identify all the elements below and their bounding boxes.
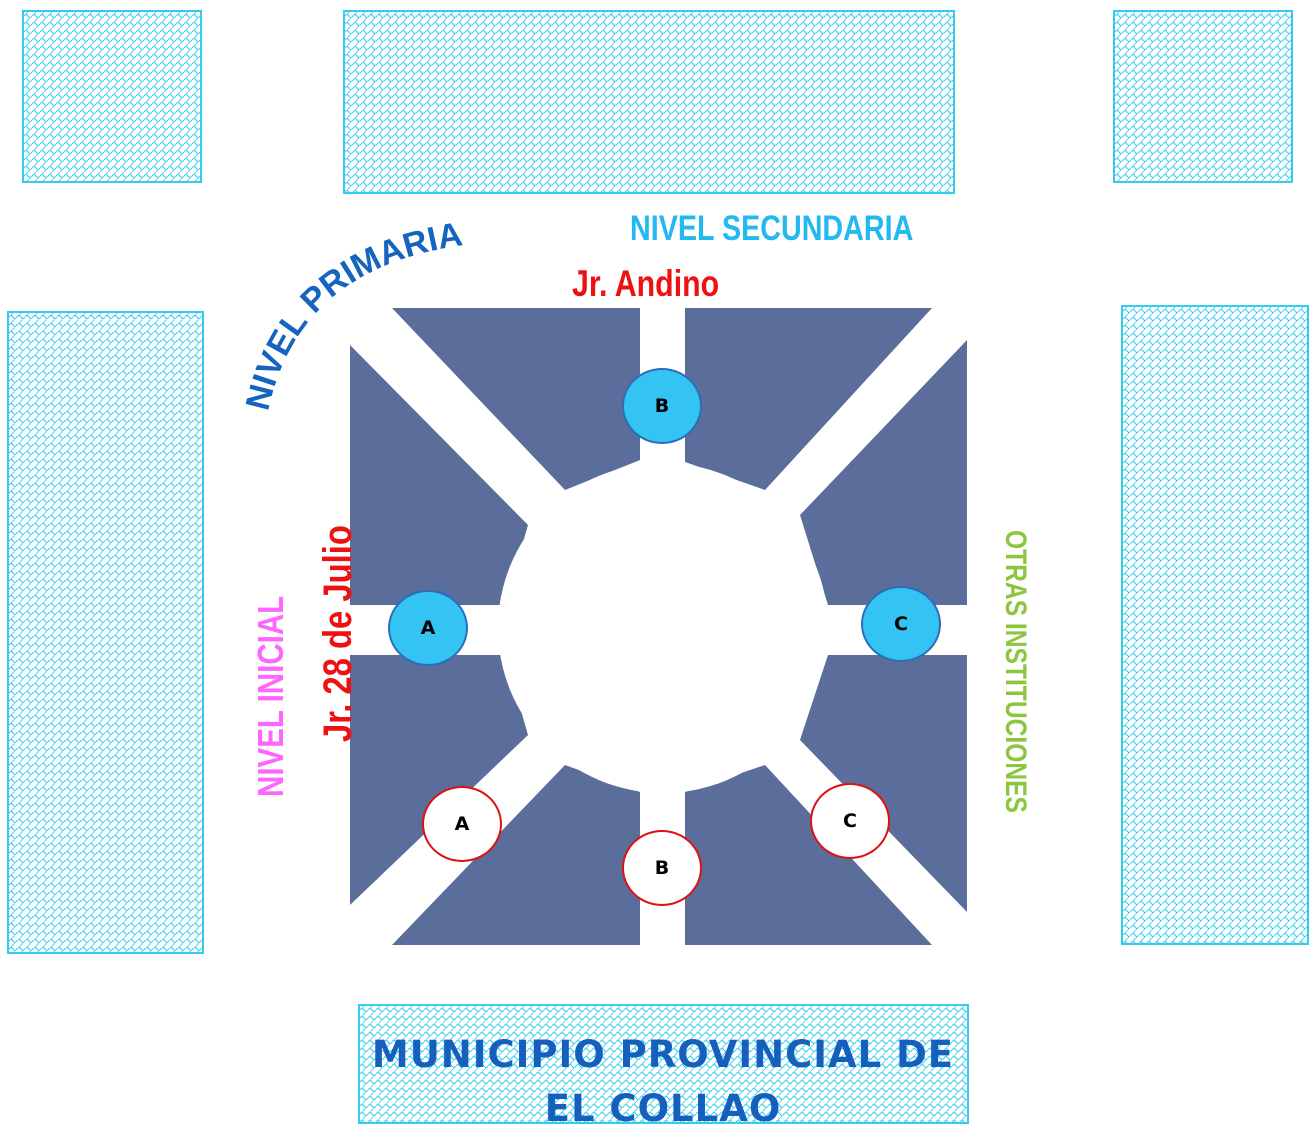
plaza-segment (392, 308, 640, 490)
block-left (7, 311, 204, 954)
marker-blue-b: B (622, 368, 702, 444)
plaza-segment (800, 655, 967, 912)
nivel-inicial-label: NIVEL INICIAL (250, 595, 291, 797)
marker-red-c: C (810, 783, 890, 859)
block-top-right (1113, 10, 1293, 183)
jr-andino-label: Jr. Andino (572, 263, 720, 304)
marker-red-a: A (422, 786, 502, 862)
jr-28-julio-label: Jr. 28 de Julio (316, 525, 360, 742)
marker-blue-c: C (861, 586, 941, 662)
plaza-center (498, 463, 828, 793)
plaza-segment (685, 308, 932, 490)
block-top-center (343, 10, 955, 194)
municipio-label: MUNICIPIO PROVINCIAL DE EL COLLAO (371, 1033, 955, 1130)
plaza-segment (350, 345, 528, 605)
plaza-segment (350, 655, 528, 905)
block-top-left (22, 10, 202, 183)
nivel-primaria-label: NIVEL PRIMARIA (239, 215, 465, 413)
plaza-segment (800, 340, 967, 605)
block-municipio (358, 1004, 969, 1124)
block-right (1121, 305, 1309, 945)
marker-red-b: B (622, 830, 702, 906)
plaza-segment (392, 765, 640, 945)
nivel-secundaria-label: NIVEL SECUNDARIA (630, 209, 914, 248)
marker-blue-a: A (388, 590, 468, 666)
plaza-segment (685, 765, 932, 945)
svg-text:NIVEL PRIMARIA: NIVEL PRIMARIA (239, 215, 465, 413)
otras-instituciones-label: OTRAS INSTITUCIONES (999, 530, 1032, 813)
